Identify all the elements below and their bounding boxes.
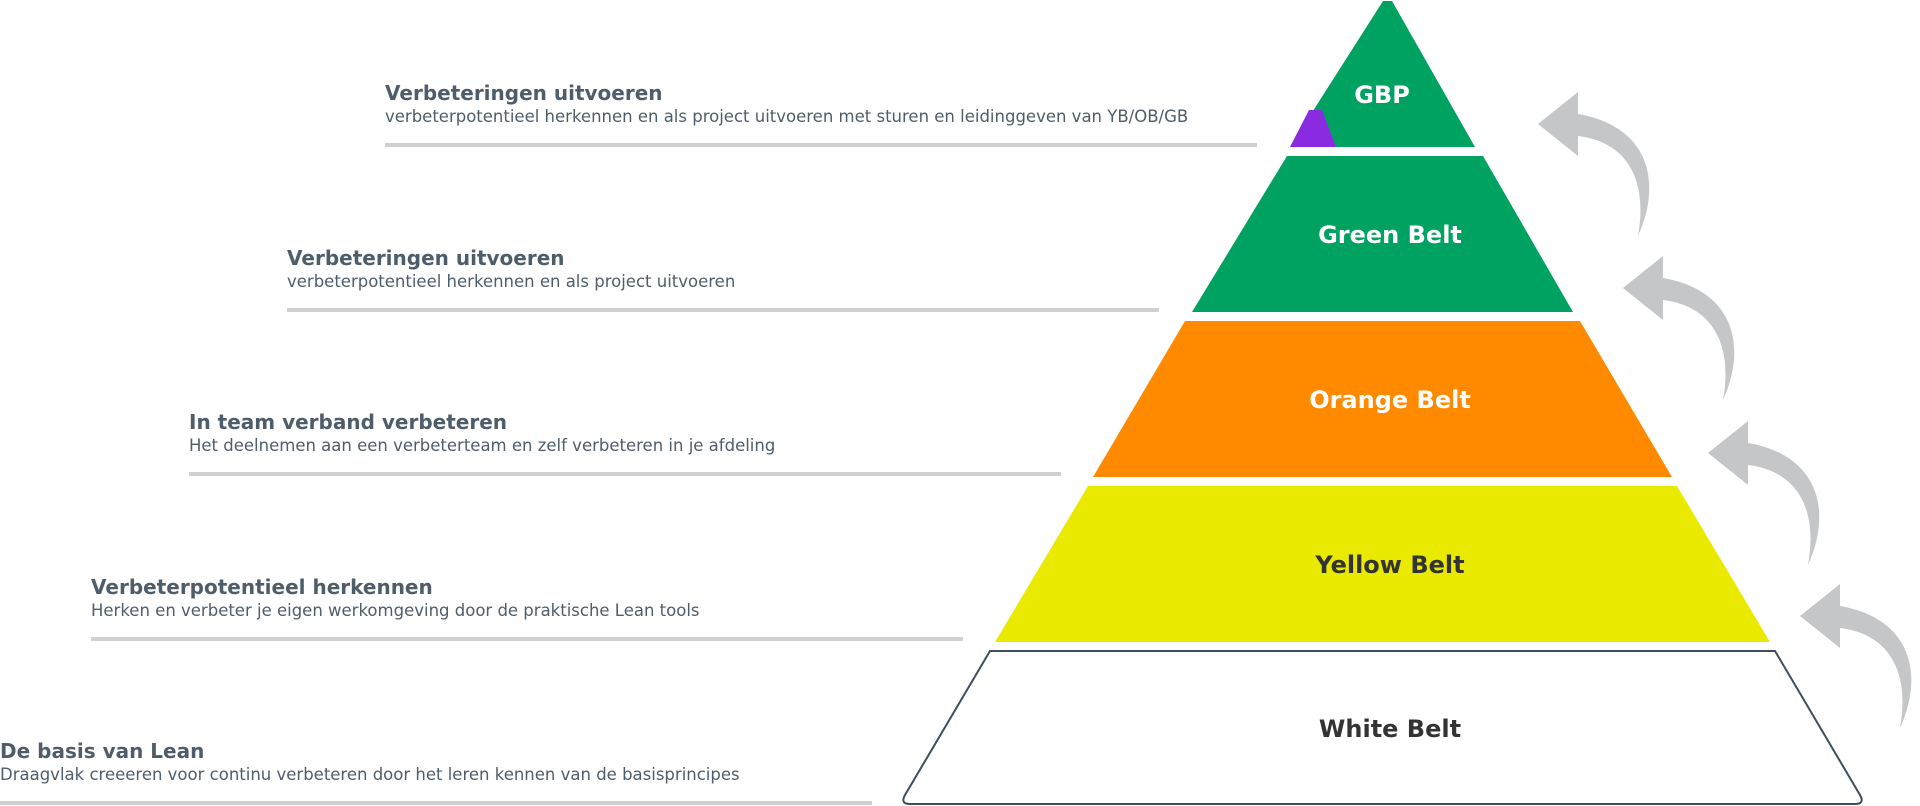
- curved-up-arrow-icon: [1800, 584, 1912, 728]
- level-text: Herken en verbeter je eigen werkomgeving…: [91, 601, 700, 620]
- level-text: verbeterpotentieel herkennen en als proj…: [385, 107, 1189, 126]
- level-description-green-belt: Verbeteringen uitvoeren verbeterpotentie…: [287, 245, 1159, 312]
- divider: [0, 801, 872, 805]
- level-title: De basis van Lean: [0, 739, 205, 763]
- pyramid-label-white-belt: White Belt: [1319, 715, 1461, 743]
- pyramid-level-yellow-belt: [995, 486, 1770, 642]
- pyramid-level-orange-belt: [1093, 321, 1672, 477]
- divider: [385, 143, 1257, 147]
- level-text: Draagvlak creeeren voor continu verbeter…: [0, 765, 740, 784]
- level-title: Verbeteringen uitvoeren: [287, 246, 565, 270]
- pyramid-level-green-belt: [1192, 156, 1573, 312]
- pyramid-label-green-belt: Green Belt: [1318, 221, 1462, 249]
- curved-up-arrow-icon: [1538, 92, 1650, 236]
- level-description-white-belt: De basis van Lean Draagvlak creeeren voo…: [0, 738, 872, 805]
- divider: [189, 472, 1061, 476]
- pyramid-accent-triangle: [1290, 110, 1336, 147]
- level-title: In team verband verbeteren: [189, 410, 507, 434]
- divider: [91, 637, 963, 641]
- divider: [287, 308, 1159, 312]
- level-text: verbeterpotentieel herkennen en als proj…: [287, 272, 736, 291]
- pyramid-label-orange-belt: Orange Belt: [1309, 386, 1471, 414]
- pyramid-level-gbp: [1290, 1, 1475, 147]
- curved-up-arrow-icon: [1623, 256, 1735, 400]
- curved-up-arrow-icon: [1708, 421, 1820, 565]
- pyramid-label-yellow-belt: Yellow Belt: [1314, 551, 1464, 579]
- level-text: Het deelnemen aan een verbeterteam en ze…: [189, 436, 776, 455]
- level-description-gbp: Verbeteringen uitvoeren verbeterpotentie…: [385, 80, 1257, 147]
- pyramid-label-gbp: GBP: [1354, 81, 1410, 109]
- level-title: Verbeteringen uitvoeren: [385, 81, 663, 105]
- level-title: Verbeterpotentieel herkennen: [91, 575, 433, 599]
- level-description-yellow-belt: Verbeterpotentieel herkennen Herken en v…: [91, 574, 963, 641]
- level-description-orange-belt: In team verband verbeteren Het deelnemen…: [189, 409, 1061, 476]
- pyramid-level-white-belt: [902, 650, 1863, 805]
